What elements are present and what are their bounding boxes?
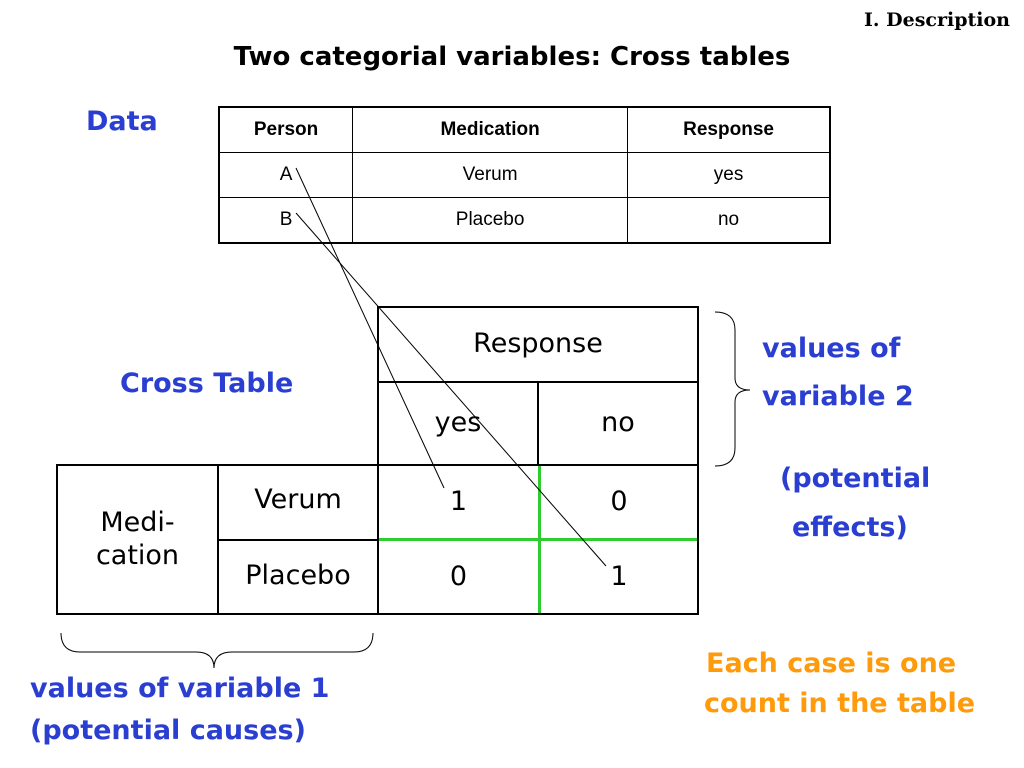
- table-cell: B: [218, 197, 354, 244]
- slide-title: Two categorial variables: Cross tables: [233, 42, 791, 72]
- table-cell: Verum: [352, 152, 629, 198]
- count-value: 0: [449, 560, 468, 592]
- green-divider-horizontal: [379, 538, 697, 541]
- column-variable-label: Response: [473, 328, 603, 360]
- row-value-placebo: Placebo: [217, 539, 379, 615]
- column-value-label: yes: [434, 407, 482, 439]
- count-cell-verum-no: 0: [541, 466, 697, 538]
- table-cell: yes: [627, 152, 831, 198]
- column-header-medication: Medication: [352, 106, 629, 153]
- note-line2: count in the table: [704, 688, 976, 719]
- variable1-label-line2: (potential causes): [30, 715, 306, 746]
- count-value: 1: [449, 485, 468, 517]
- table-row: A Verum yes: [218, 152, 831, 198]
- count-value: 1: [610, 560, 628, 592]
- count-cell-placebo-no: 1: [541, 541, 697, 613]
- variable2-label-line2: variable 2: [762, 381, 914, 412]
- variable1-label-line1: values of variable 1: [30, 673, 330, 704]
- note-line1: Each case is one: [706, 648, 957, 679]
- row-variable-label-line2: cation: [95, 539, 180, 571]
- table-cell: Placebo: [352, 197, 629, 244]
- row-value-label: Placebo: [245, 560, 351, 592]
- column-header-person: Person: [218, 106, 354, 153]
- count-cell-verum-yes: 1: [379, 466, 538, 538]
- count-value: 0: [610, 485, 628, 517]
- effects-label-line1: (potential: [780, 463, 931, 494]
- table-row: B Placebo no: [218, 197, 831, 244]
- cross-table-label: Cross Table: [120, 368, 294, 399]
- bottom-brace: [60, 632, 374, 669]
- count-cell-placebo-yes: 0: [379, 541, 538, 613]
- row-value-label: Verum: [254, 484, 342, 515]
- connector-line-a: [295, 167, 445, 489]
- row-variable-header: Medi- cation: [56, 464, 219, 615]
- variable2-label-line1: values of: [762, 333, 901, 364]
- data-table-header-row: Person Medication Response: [218, 106, 831, 153]
- connector-line-b: [295, 212, 607, 567]
- table-cell: A: [218, 152, 354, 198]
- data-table: Person Medication Response A Verum yes B…: [218, 106, 831, 244]
- column-value-label: no: [601, 407, 635, 439]
- section-label: I. Description: [864, 9, 1010, 31]
- row-variable-label-line1: Medi-: [100, 507, 175, 539]
- data-label: Data: [86, 106, 158, 137]
- right-brace: [714, 311, 751, 467]
- table-cell: no: [627, 197, 831, 244]
- effects-label-line2: effects): [792, 512, 908, 543]
- counts-block: [377, 464, 699, 615]
